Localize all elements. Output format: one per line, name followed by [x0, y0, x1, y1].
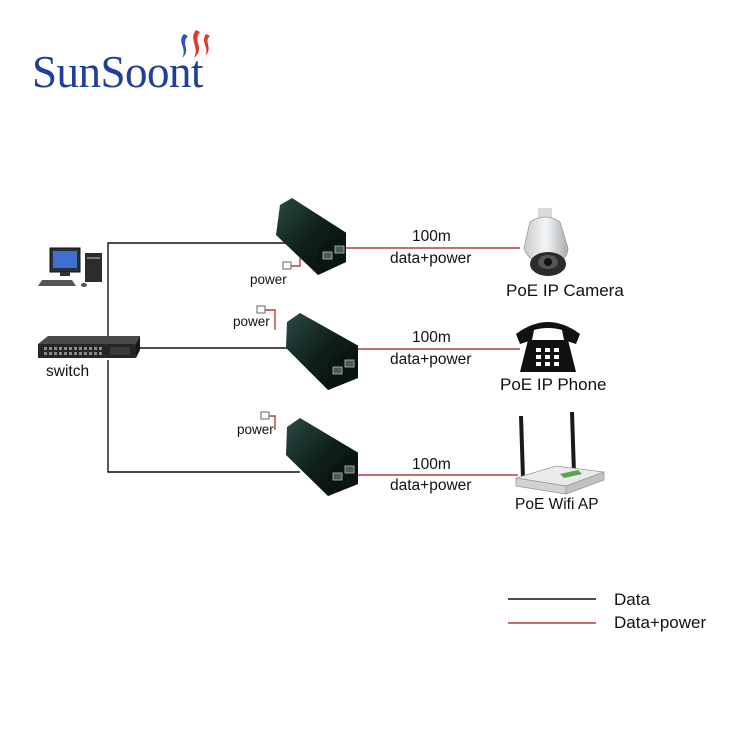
distance-label: 100m — [412, 456, 451, 473]
distance-label: 100m — [412, 329, 451, 346]
brand-flame-icon — [181, 30, 210, 58]
telephone-icon — [516, 322, 580, 372]
brand-logo: SunSoont — [32, 47, 204, 97]
legend-power-label: Data+power — [614, 613, 707, 632]
legend-data-label: Data — [614, 590, 650, 609]
distance-label: 100m — [412, 228, 451, 245]
device-label-camera: PoE IP Camera — [506, 281, 624, 300]
wifi-router-icon — [515, 412, 605, 495]
power-cord-2 — [262, 309, 276, 330]
power-label: power — [233, 314, 270, 329]
power-label: power — [250, 272, 287, 287]
device-label-ap: PoE Wifi AP — [515, 496, 599, 513]
link-label: data+power — [390, 351, 472, 368]
poe-injector-icon — [286, 418, 358, 496]
data-line-to-injector-3 — [107, 360, 300, 473]
computer-icon — [38, 247, 102, 287]
power-lines — [262, 247, 520, 476]
data-line-to-injector-1 — [107, 242, 305, 338]
switch-icon — [38, 336, 140, 358]
poe-injector-icon — [286, 313, 358, 390]
power-label: power — [237, 422, 274, 437]
power-cord-1 — [290, 258, 301, 267]
power-plug-icon — [256, 261, 292, 420]
data-lines — [107, 242, 305, 473]
ip-camera-icon — [523, 208, 569, 276]
poe-injector-icon — [276, 198, 346, 275]
switch-label: switch — [46, 363, 90, 380]
link-label: data+power — [390, 477, 472, 494]
device-label-phone: PoE IP Phone — [500, 375, 607, 394]
link-label: data+power — [390, 250, 472, 267]
